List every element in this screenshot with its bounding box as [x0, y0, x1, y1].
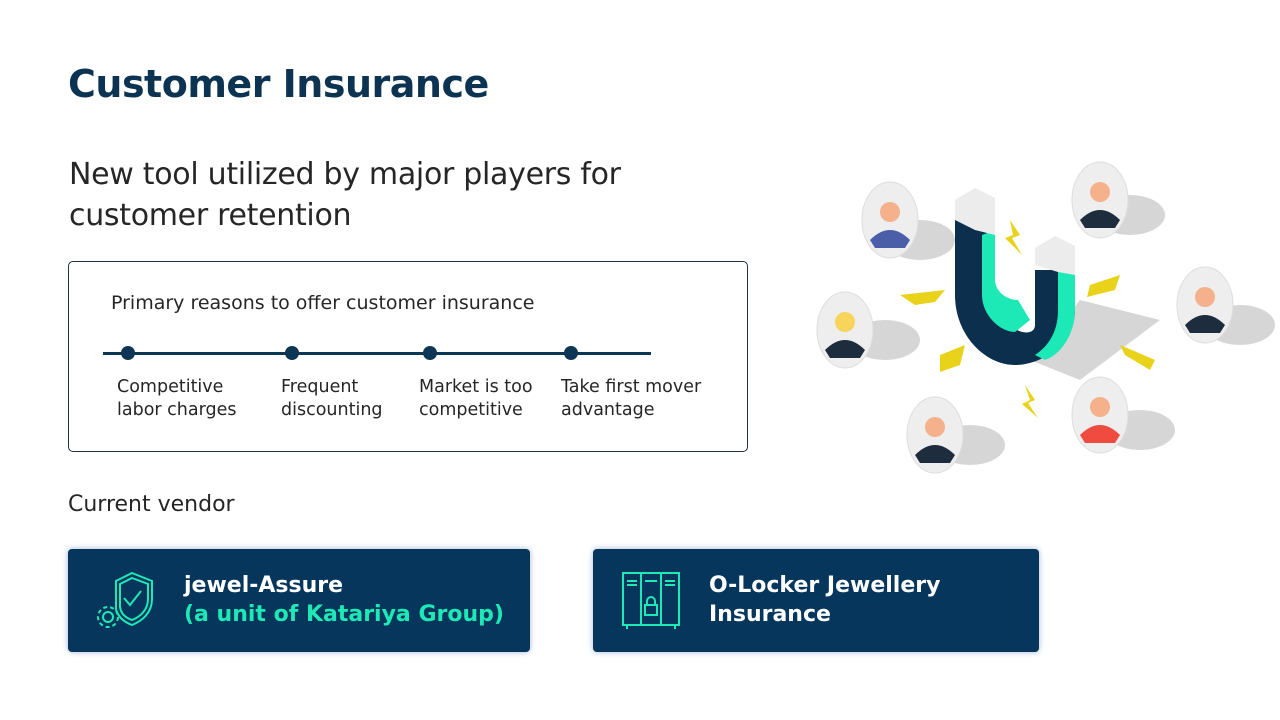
reason-item: Competitive labor charges: [117, 377, 237, 420]
reason-item: Frequent discounting: [281, 377, 383, 420]
vendor-name: jewel-Assure: [184, 573, 344, 598]
magnet-icon: [955, 188, 1075, 365]
subtitle: New tool utilized by major players for c…: [69, 157, 621, 233]
vendor-card-jewel-assure: jewel-Assure (a unit of Katariya Group): [68, 549, 530, 652]
vendor-card-o-locker: O-Locker Jewellery Insurance: [593, 549, 1039, 652]
customer-avatars: [816, 161, 1234, 474]
reason-item: Market is too competitive: [419, 377, 533, 420]
reason-item: Take first mover advantage: [561, 377, 702, 420]
timeline-dot: [121, 346, 135, 360]
timeline-dot: [564, 346, 578, 360]
reasons-heading: Primary reasons to offer customer insura…: [111, 292, 535, 314]
page-title: Customer Insurance: [68, 62, 489, 106]
vendor-subtitle: (a unit of Katariya Group): [184, 602, 504, 627]
vendor-heading: Current vendor: [68, 492, 235, 517]
vendor-name: O-Locker Jewellery Insurance: [709, 573, 941, 627]
shield-check-gear-icon: [97, 571, 153, 628]
timeline-line: [103, 352, 651, 355]
magnet-customers-illustration: [816, 161, 1275, 474]
reasons-box: Primary reasons to offer customer insura…: [68, 261, 748, 452]
timeline-dot: [423, 346, 437, 360]
locker-icon: [622, 572, 680, 629]
timeline-dot: [285, 346, 299, 360]
